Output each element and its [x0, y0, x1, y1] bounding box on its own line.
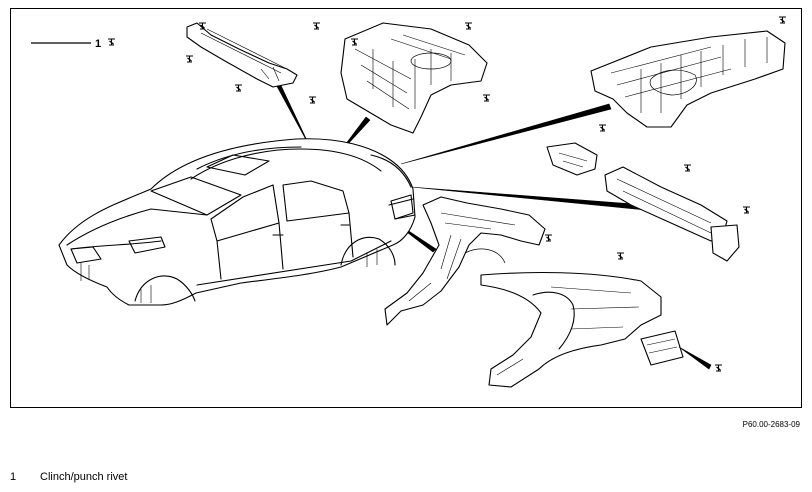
windshield — [150, 176, 242, 216]
rivet-side-frame — [544, 234, 553, 242]
wheel-arch-inner — [464, 248, 506, 264]
vehicle-body-diagram: 1 — [31, 16, 787, 388]
reinforcement-plate — [640, 330, 723, 372]
front-door-window — [210, 184, 280, 242]
roof-edge — [196, 146, 302, 170]
side-frame-part — [384, 196, 546, 326]
door-seams — [216, 212, 354, 280]
rail-end-cap — [710, 224, 740, 262]
cross-member-detail — [200, 28, 288, 82]
rivet-cross-3 — [234, 84, 243, 92]
rear-floor-assembly — [590, 16, 787, 128]
roof-line — [190, 148, 382, 180]
rear-side-frame — [384, 196, 553, 326]
sill-line — [196, 240, 392, 286]
left-headlight — [70, 246, 102, 264]
ray-floor-assembly — [400, 103, 612, 165]
rear-wheel-arch — [340, 236, 396, 266]
right-headlight — [128, 236, 166, 254]
rivet-rear-5 — [482, 94, 491, 102]
bracket-detail — [558, 152, 588, 168]
diagram-frame: 1 — [10, 8, 802, 408]
rear-panel-assembly — [308, 22, 491, 134]
callout-rays — [272, 76, 647, 253]
rivet-rear-2 — [464, 22, 473, 30]
rivet-plate — [714, 364, 723, 372]
rear-door-window — [282, 180, 350, 222]
hood-edge — [66, 208, 208, 246]
rear-rail — [604, 164, 751, 262]
legend-number: 1 — [95, 38, 101, 50]
caption-text: Clinch/punch rivet — [40, 471, 128, 483]
sunroof — [206, 154, 270, 176]
side-frame-detail — [408, 212, 516, 302]
legend-caption: 1 Clinch/punch rivet — [10, 471, 127, 483]
suspension-details — [80, 249, 378, 303]
floor-detail — [610, 37, 768, 113]
roof-cross-member — [185, 22, 298, 92]
figure-reference: P60.00-2683-09 — [742, 420, 800, 429]
rivet-rail-1 — [683, 164, 692, 172]
legend-rivet-symbol — [107, 38, 116, 46]
floor-part — [590, 30, 786, 128]
rear-quarter-panel — [480, 252, 662, 388]
plate-part — [640, 330, 684, 366]
car-body — [58, 138, 416, 306]
rear-panel-part — [340, 22, 488, 134]
quarter-wheel-opening — [532, 291, 575, 350]
rear-panel-detail — [354, 34, 466, 110]
spare-wheel-well — [649, 69, 697, 96]
quarter-panel-detail — [496, 286, 640, 376]
front-wheel-arch — [134, 275, 196, 302]
rivet-bracket — [598, 124, 607, 132]
rear-panel-cutout — [410, 52, 452, 70]
car-silhouette — [58, 138, 416, 306]
rivet-rail-2 — [742, 206, 751, 214]
rivet-rear-4 — [308, 96, 317, 104]
cross-member-part — [186, 22, 298, 88]
caption-number: 1 — [10, 471, 17, 483]
rivet-rear-1 — [312, 22, 321, 30]
ray-plate — [678, 346, 712, 370]
rear-bracket — [546, 124, 607, 176]
rivet-floor-1 — [778, 16, 787, 24]
rivet-quarter — [616, 252, 625, 260]
door-handles — [272, 224, 350, 236]
rail-detail — [616, 178, 712, 234]
rivet-cross-2 — [185, 55, 194, 63]
plate-detail — [646, 338, 678, 354]
bracket-part — [546, 142, 598, 176]
rear-light — [390, 194, 414, 220]
